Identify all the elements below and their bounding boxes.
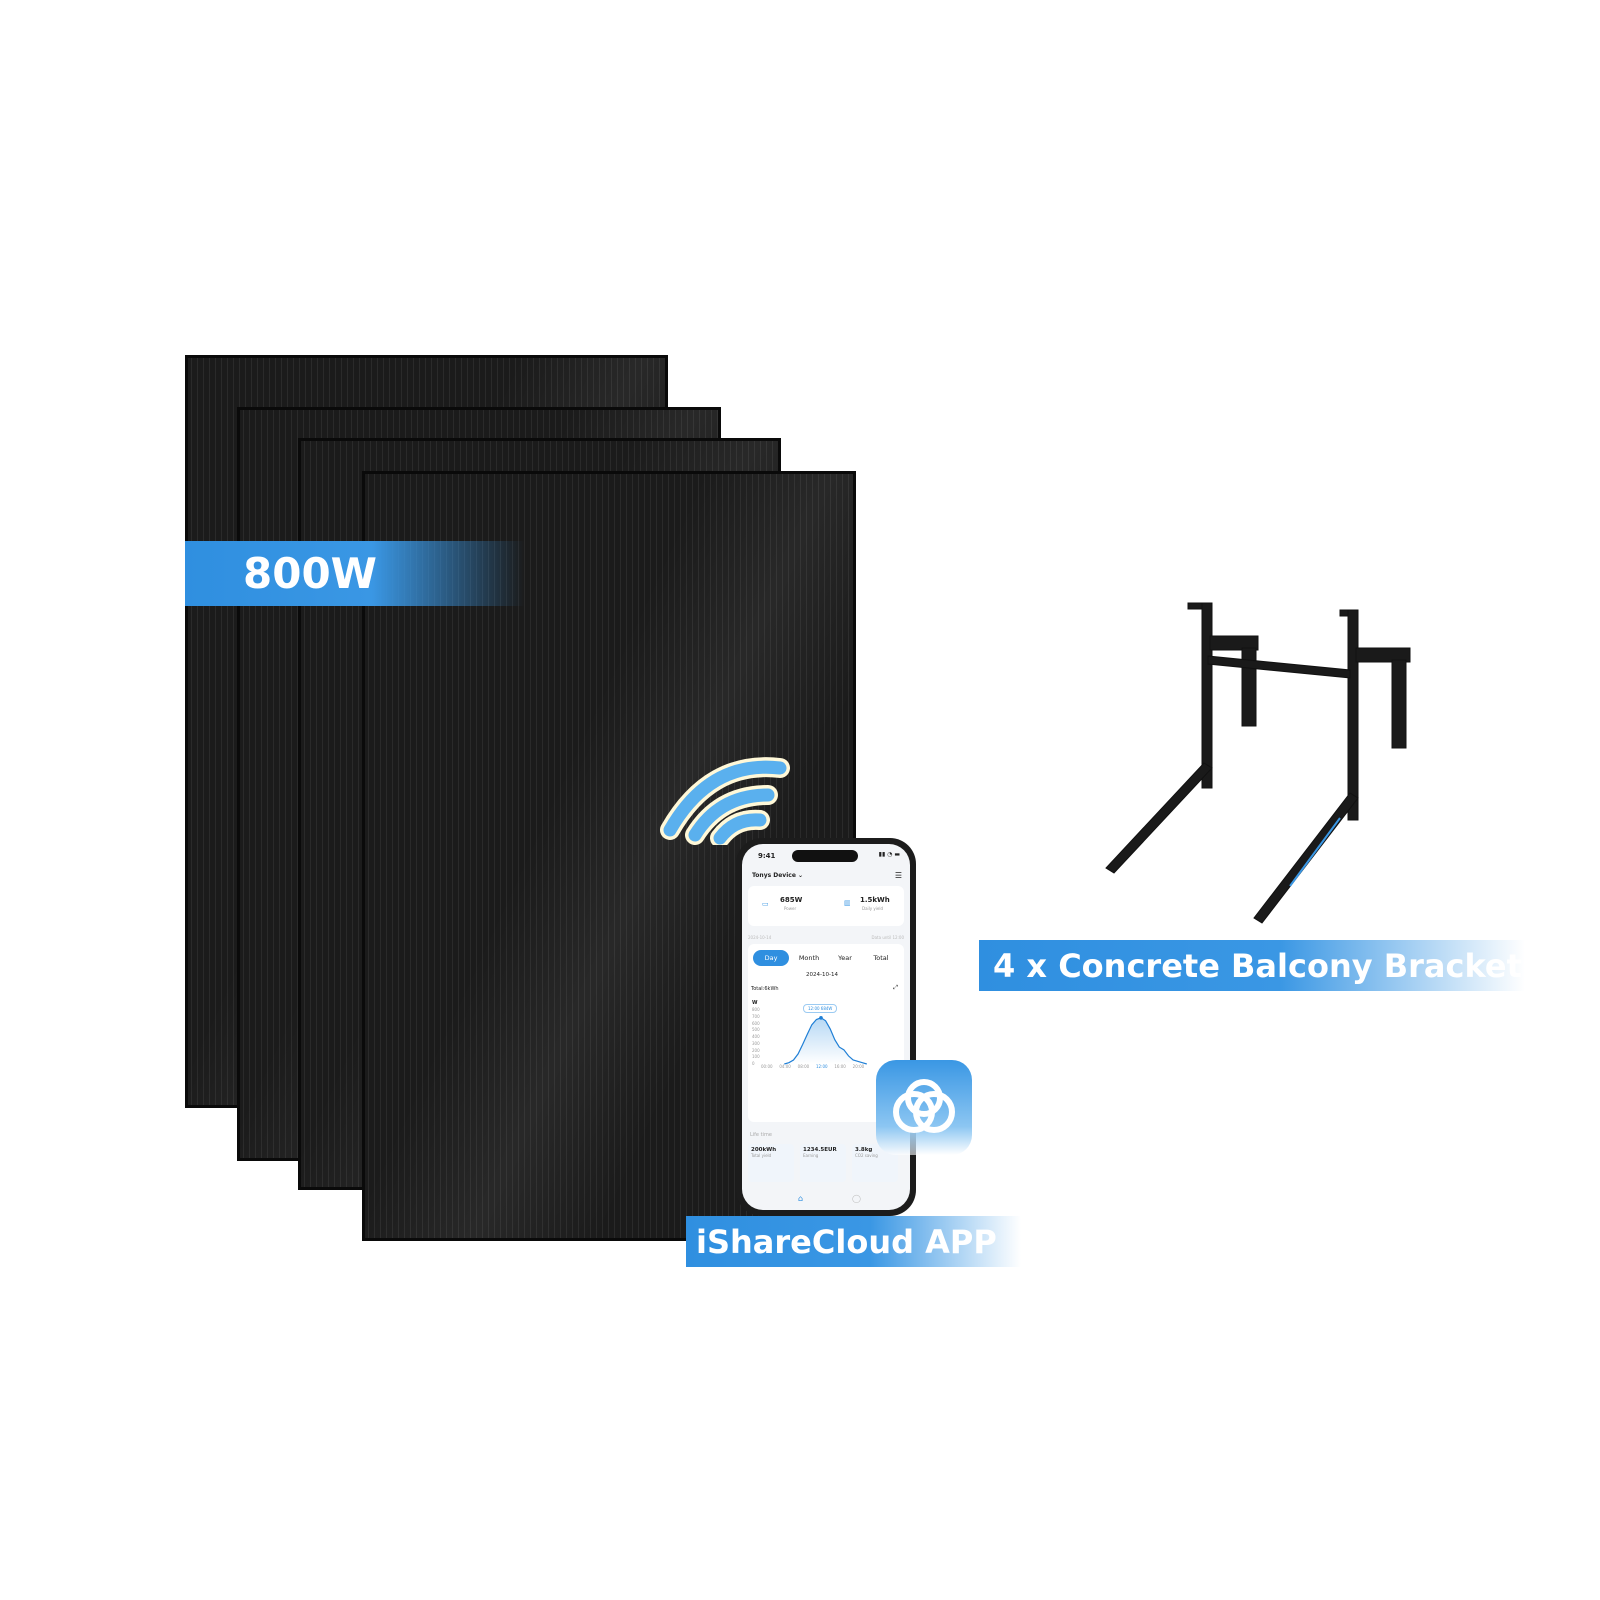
power-label-text: Power	[784, 906, 797, 911]
power-label: 800W	[243, 549, 377, 598]
date-picker[interactable]: 2024-10-14	[806, 972, 838, 978]
dynamic-island	[792, 850, 858, 862]
tab-year[interactable]: Year	[838, 954, 852, 962]
date-small: 2024-10-14	[748, 935, 772, 940]
bracket-label: 4 x Concrete Balcony Bracket	[993, 946, 1522, 985]
tab-total[interactable]: Total	[873, 954, 889, 962]
y-tick-label: 200	[752, 1047, 760, 1053]
lifetime-title: Life time	[750, 1132, 772, 1138]
x-tick-label: 00:00	[761, 1064, 773, 1069]
stats-card: ▭ 685W Power ▥ 1.5kWh Daily yield	[748, 886, 904, 926]
y-tick-label: 800	[752, 1007, 760, 1012]
balcony-bracket-image	[1105, 602, 1411, 924]
y-tick-label: 400	[752, 1034, 760, 1039]
y-tick-label: 700	[752, 1013, 760, 1019]
x-tick-label: 08:00	[797, 1064, 810, 1069]
yield-value: 1.5kWh	[860, 896, 890, 904]
series-line	[784, 1017, 867, 1065]
app-banner: iShareCloud APP	[686, 1216, 1021, 1267]
power-icon: ▭	[762, 900, 769, 908]
chart-tooltip: 12:00 684W	[803, 1003, 838, 1013]
total-energy: Total:6kWh	[751, 986, 779, 992]
x-tick-label: 20:00	[852, 1064, 865, 1069]
expand-icon[interactable]: ⤢	[893, 984, 898, 991]
tab-day[interactable]: Day	[753, 950, 789, 966]
cloud-app-icon	[876, 1060, 972, 1155]
yield-label: Daily yield	[862, 906, 883, 911]
wifi-icon	[660, 757, 790, 845]
app-label: iShareCloud APP	[696, 1222, 997, 1261]
profile-nav-icon[interactable]: ◯	[852, 1194, 861, 1203]
peak-point[interactable]	[819, 1016, 823, 1020]
x-tick-label: 04:00	[779, 1064, 791, 1069]
phone-mockup: 9:41 ▮▮ ◔ ▬ Tonys Device ⌄ ☰ ▭ 685W Powe…	[736, 838, 916, 1216]
power-value: 685W	[780, 896, 803, 904]
yield-icon: ▥	[844, 899, 851, 907]
x-tick-label: 16:00	[834, 1064, 846, 1069]
tab-month[interactable]: Month	[798, 954, 820, 962]
chart-card: Day Month Year Total 2024-10-14 Total:6k…	[748, 944, 904, 1122]
series-area	[784, 1017, 867, 1064]
y-tick-label: 600	[752, 1020, 760, 1026]
period-tabs: Day Month Year Total	[753, 950, 899, 966]
home-nav-icon[interactable]: ⌂	[798, 1194, 804, 1203]
power-banner: 800W	[185, 541, 525, 606]
y-axis-label: W	[752, 1000, 758, 1006]
menu-icon[interactable]: ☰	[894, 871, 902, 880]
bracket-banner: 4 x Concrete Balcony Bracket	[979, 940, 1525, 991]
y-tick-label: 500	[752, 1027, 760, 1033]
data-until: Data until 12:00	[871, 935, 904, 940]
status-time: 9:41	[758, 852, 776, 860]
app-screen: 9:41 ▮▮ ◔ ▬ Tonys Device ⌄ ☰ ▭ 685W Powe…	[742, 844, 910, 1210]
signal-icon: ▮▮ ◔ ▬	[878, 851, 900, 858]
y-tick-label: 100	[752, 1054, 760, 1060]
y-tick-label: 300	[752, 1040, 760, 1046]
x-tick-label: 12:00	[816, 1064, 828, 1069]
device-selector[interactable]: Tonys Device ⌄	[752, 872, 804, 879]
y-tick-label: 0	[752, 1061, 755, 1066]
